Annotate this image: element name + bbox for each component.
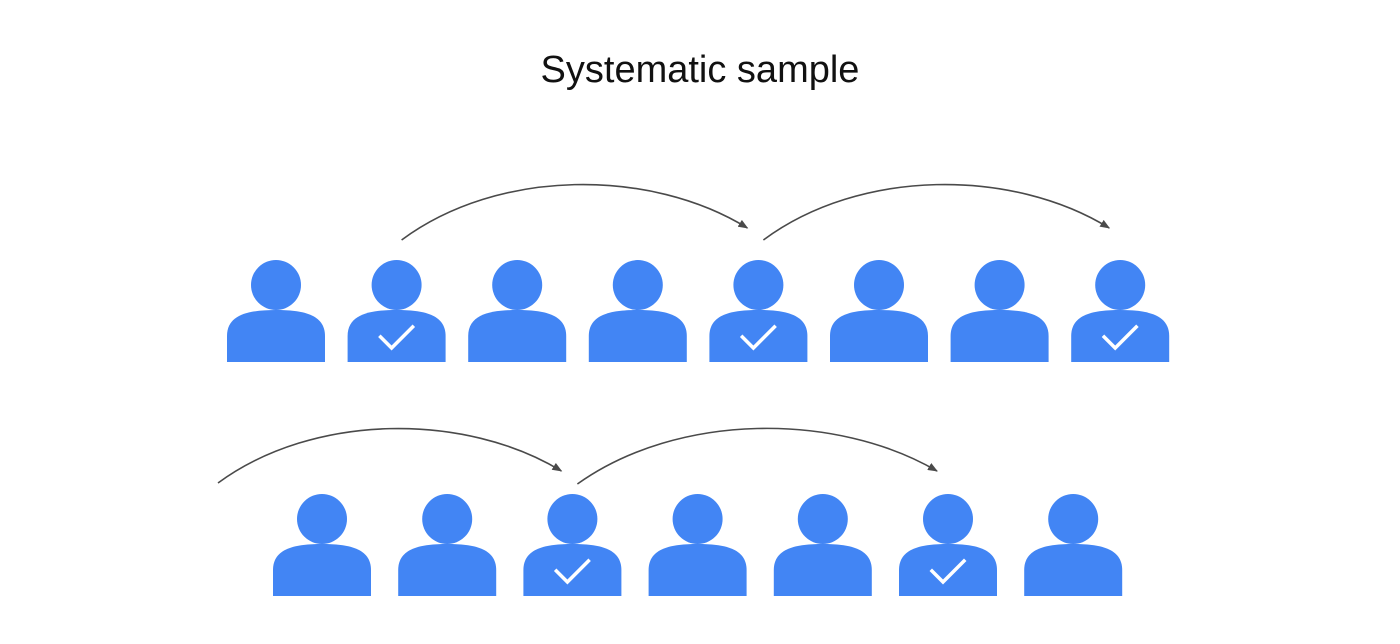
interval-arrow bbox=[762, 183, 1111, 241]
person-icon bbox=[830, 260, 928, 362]
check-icon bbox=[1101, 324, 1139, 351]
person-body bbox=[899, 544, 997, 596]
person-icon bbox=[227, 260, 325, 362]
person-head bbox=[923, 494, 973, 544]
person-icon-selected bbox=[709, 260, 808, 362]
person-head bbox=[251, 260, 301, 310]
person-head bbox=[492, 260, 543, 310]
diagram-title: Systematic sample bbox=[540, 49, 860, 91]
person-body bbox=[588, 310, 687, 362]
person-body bbox=[398, 544, 497, 596]
person-body bbox=[523, 544, 622, 596]
person-head bbox=[547, 494, 598, 544]
person-icon bbox=[773, 494, 872, 596]
person-icon-selected bbox=[523, 494, 622, 596]
person-body bbox=[709, 310, 808, 362]
person-head bbox=[297, 494, 347, 544]
person-body bbox=[950, 310, 1049, 362]
person-body bbox=[773, 544, 872, 596]
person-head bbox=[1048, 494, 1099, 544]
person-icon-selected bbox=[347, 260, 446, 362]
check-icon bbox=[553, 558, 591, 585]
people-layer bbox=[227, 260, 1170, 596]
person-icon bbox=[398, 494, 497, 596]
check-icon bbox=[739, 324, 777, 351]
interval-arrow bbox=[401, 183, 749, 241]
person-head bbox=[854, 260, 904, 310]
person-head bbox=[422, 494, 473, 544]
person-icon bbox=[273, 494, 371, 596]
person-body bbox=[347, 310, 446, 362]
person-body bbox=[1024, 544, 1123, 596]
person-body bbox=[273, 544, 371, 596]
check-icon bbox=[378, 324, 416, 351]
interval-arrow bbox=[217, 427, 563, 484]
person-icon bbox=[648, 494, 747, 596]
person-head bbox=[672, 494, 723, 544]
person-icon-selected bbox=[1071, 260, 1170, 362]
person-icon bbox=[1024, 494, 1123, 596]
person-body bbox=[648, 544, 747, 596]
person-icon bbox=[468, 260, 567, 362]
person-body bbox=[830, 310, 928, 362]
person-head bbox=[797, 494, 848, 544]
interval-arrow bbox=[576, 427, 938, 485]
person-body bbox=[1071, 310, 1170, 362]
person-head bbox=[733, 260, 784, 310]
arrows-layer bbox=[217, 183, 1111, 485]
person-head bbox=[1095, 260, 1146, 310]
person-icon-selected bbox=[899, 494, 997, 596]
person-body bbox=[227, 310, 325, 362]
person-body bbox=[468, 310, 567, 362]
person-icon bbox=[950, 260, 1049, 362]
person-icon bbox=[588, 260, 687, 362]
person-head bbox=[371, 260, 422, 310]
person-head bbox=[612, 260, 663, 310]
person-head bbox=[974, 260, 1025, 310]
check-icon bbox=[929, 558, 967, 585]
